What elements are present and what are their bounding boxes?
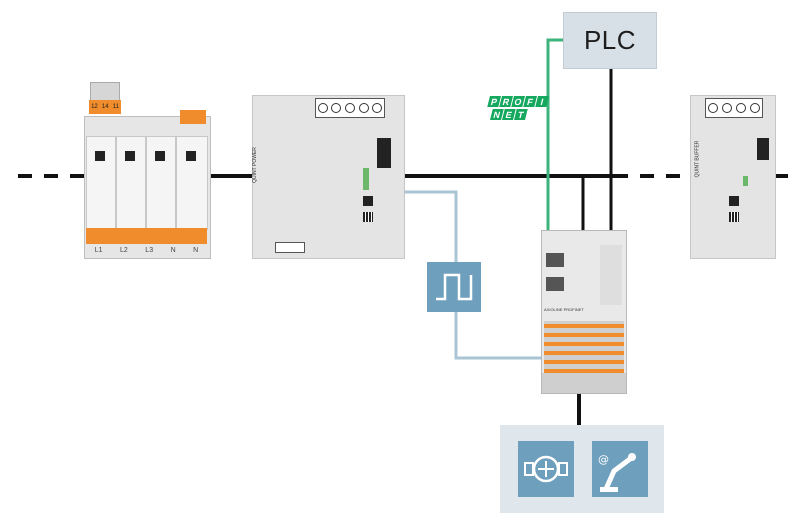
square-wave-icon [436, 273, 473, 301]
buffer-signal-connector [757, 138, 769, 160]
psu-status-leds [363, 168, 369, 190]
io-status-leds [600, 245, 622, 305]
signal-line-lower [454, 312, 541, 360]
terminal-number: 12 [91, 104, 98, 110]
buffer-title: QUINT BUFFER [694, 140, 701, 178]
buffer-qr-icon [729, 212, 739, 222]
brand-logo-icon [95, 151, 105, 161]
psu-signal-connector [377, 138, 391, 168]
surge-pole-2 [116, 136, 146, 230]
robot-device-icon[interactable]: @ [592, 441, 648, 497]
profinet-logo: P R O F I N E T [474, 96, 552, 128]
brand-logo-icon [155, 151, 165, 161]
phase-label: N [170, 246, 176, 254]
phase-label: L3 [145, 246, 154, 254]
plc-box[interactable]: PLC [563, 12, 657, 69]
profinet-line [546, 38, 565, 232]
io-module-title: AXIOLINE PROFINET [544, 307, 584, 312]
psu-top-terminals [315, 98, 385, 118]
power-supply-module: QUINT POWER [252, 95, 405, 259]
buffer-status-leds [743, 176, 748, 186]
brand-logo-icon [125, 151, 135, 161]
surge-pole-4 [176, 136, 208, 230]
surge-protection-module: 12 14 11 L1 L2 L3 N N [84, 82, 211, 259]
ethernet-port-1 [546, 253, 564, 267]
io-bottom-base [542, 373, 626, 393]
psu-title: QUINT POWER [251, 147, 258, 183]
surge-pole-1 [86, 136, 116, 230]
brand-logo-icon [186, 151, 196, 161]
phase-label: L1 [94, 246, 103, 254]
svg-text:@: @ [598, 453, 609, 466]
robot-arm-icon: @ [598, 453, 636, 492]
surge-pole-3 [146, 136, 176, 230]
profinet-letter: I [535, 96, 549, 107]
phase-label: L2 [120, 246, 128, 254]
profinet-letter: T [514, 109, 528, 120]
io-terminal-block [544, 321, 624, 373]
terminal-number: 14 [101, 104, 109, 110]
buffer-module: QUINT BUFFER [690, 95, 776, 259]
surge-top-connector [180, 110, 206, 124]
field-devices-panel: @ [500, 425, 664, 513]
psu-bottom-terminals [275, 242, 305, 253]
plc-label: PLC [583, 25, 637, 55]
surge-bottom-connectors [86, 228, 207, 244]
pump-device-icon[interactable] [518, 441, 574, 497]
buffer-top-terminals [705, 98, 763, 118]
io-module: AXIOLINE PROFINET [541, 230, 627, 394]
terminal-number: 11 [112, 104, 119, 110]
psu-qr-icon [363, 212, 373, 222]
psu-logo-icon [363, 196, 373, 206]
ethernet-port-2 [546, 277, 564, 291]
surge-bottom-labels: L1 L2 L3 N N [86, 244, 207, 256]
buffer-logo-icon [729, 196, 739, 206]
pump-icon [524, 455, 568, 483]
phase-label: N [193, 246, 199, 254]
surge-terminal-numbers: 12 14 11 [89, 100, 121, 114]
square-wave-signal-icon [427, 262, 481, 312]
